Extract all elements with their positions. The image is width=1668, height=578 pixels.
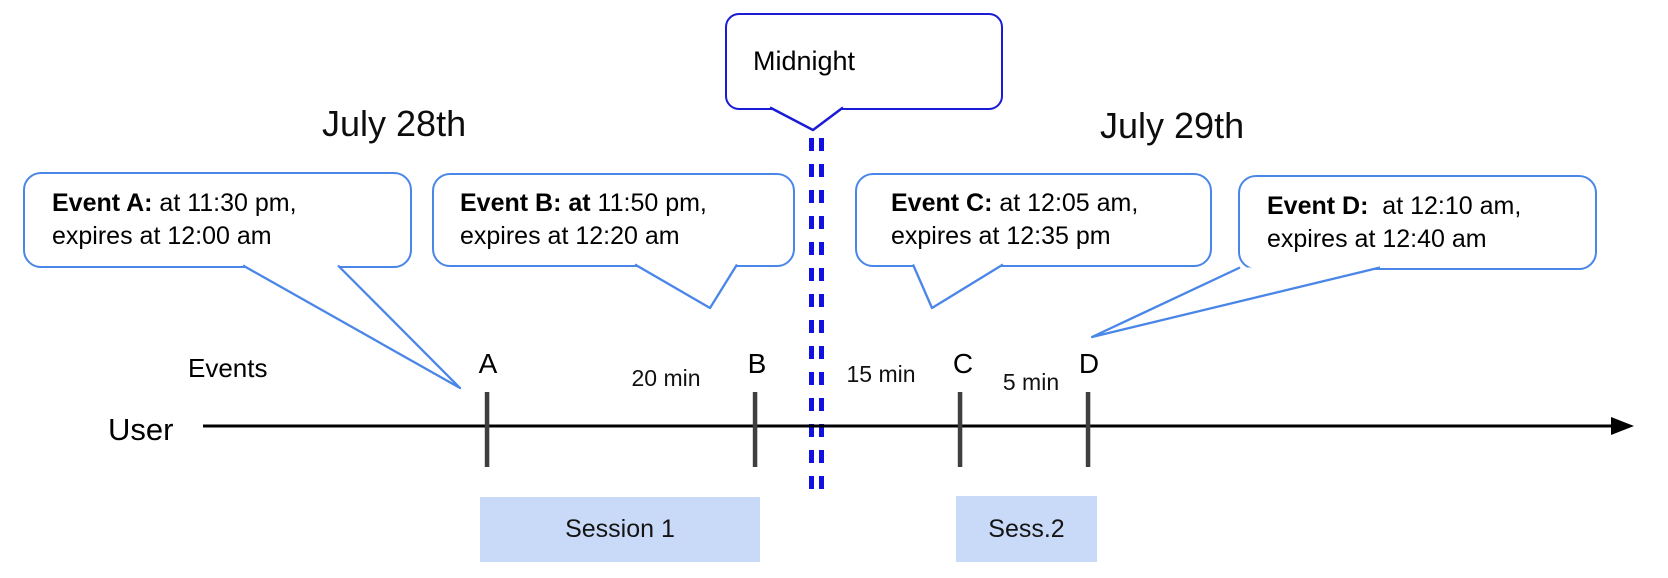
event-b-time: 11:50 pm, [590,189,707,217]
timeline-arrowhead-icon [1611,417,1634,435]
event-c-callout-tail [911,263,1004,310]
midnight-label: Midnight [753,46,856,76]
event-c-line2: expires at 12:35 pm [891,222,1111,250]
marker-label-c: C [952,348,974,379]
event-a-callout-tail [242,264,462,390]
event-c-callout: Event C: at 12:05 am, expires at 12:35 p… [855,173,1212,267]
interval-label-15min: 15 min [846,361,916,387]
midnight-callout-tail [769,106,844,132]
event-a-time: at 11:30 pm, [152,189,297,217]
event-b-line1: Event B: at 11:50 pm, [460,187,793,220]
event-d-callout: Event D: at 12:10 am, expires at 12:40 a… [1238,175,1597,270]
marker-label-d: D [1078,348,1100,379]
event-b-title: Event B: at [460,189,591,217]
session-1-label: Session 1 [565,515,675,543]
event-a-callout: Event A: at 11:30 pm, expires at 12:00 a… [23,172,412,268]
session-2-box: Sess.2 [956,496,1097,562]
marker-label-a: A [478,348,498,379]
event-a-line2: expires at 12:00 am [52,222,272,250]
midnight-dashed-line-left [809,138,814,490]
tick-c [957,392,963,467]
event-d-line1: Event D: at 12:10 am, [1267,190,1595,223]
tick-d [1085,392,1091,467]
event-b-line2: expires at 12:20 am [460,222,680,250]
date-title-july-28: July 28th [322,103,467,144]
event-a-line1: Event A: at 11:30 pm, [52,187,410,220]
date-title-july-29: July 29th [1100,105,1245,146]
tick-a [484,392,490,467]
event-c-line1: Event C: at 12:05 am, [891,187,1210,220]
event-b-callout: Event B: at 11:50 pm, expires at 12:20 a… [432,173,795,267]
session-1-box: Session 1 [480,497,760,562]
event-c-title: Event C: [891,189,993,217]
marker-label-b: B [747,348,767,379]
event-d-time: at 12:10 am, [1368,191,1522,220]
interval-label-5min: 5 min [1002,369,1060,395]
user-axis-label: User [108,412,174,447]
tick-b [752,392,758,467]
events-row-label: Events [188,353,268,383]
event-a-title: Event A: [52,189,153,217]
event-d-title: Event D: [1267,191,1369,220]
midnight-callout: Midnight [725,13,1003,110]
session-2-label: Sess.2 [988,514,1065,543]
event-c-time: at 12:05 am, [992,189,1139,217]
event-b-callout-tail [634,263,738,310]
event-d-line2: expires at 12:40 am [1267,224,1487,253]
event-d-callout-tail [1090,266,1381,339]
midnight-dashed-line-right [819,138,824,490]
interval-label-20min: 20 min [631,365,701,391]
